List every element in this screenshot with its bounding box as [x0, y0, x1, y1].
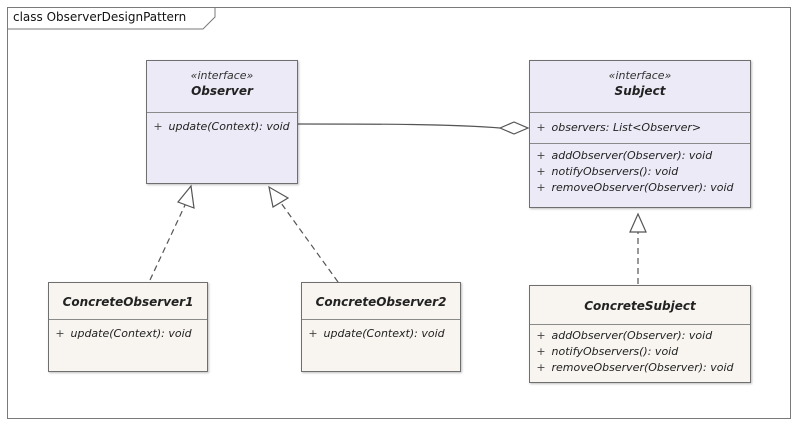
diagram-frame — [7, 7, 791, 419]
concrete-subject-class-name: ConcreteSubject — [584, 299, 696, 313]
operation-row: + update(Context): void — [53, 326, 203, 342]
concrete-observer2-class-name: ConcreteObserver2 — [315, 295, 447, 309]
operation-text: update(Context): void — [323, 327, 445, 340]
concrete-subject-box[interactable]: ConcreteSubject + addObserver(Observer):… — [529, 285, 751, 383]
operation-text: notifyObservers(): void — [551, 165, 679, 178]
attribute-text: observers: List<Observer> — [551, 121, 702, 134]
operation-row: + addObserver(Observer): void — [534, 328, 746, 344]
operation-text: removeObserver(Observer): void — [551, 181, 734, 194]
realization-edge-subject — [629, 212, 647, 284]
visibility-marker: + — [536, 345, 546, 358]
aggregation-diamond — [498, 121, 530, 135]
concrete-observer2-box[interactable]: ConcreteObserver2 + update(Context): voi… — [301, 282, 461, 372]
realization-arrowhead — [177, 184, 195, 209]
realization-arrowhead — [268, 185, 290, 208]
concrete-observer1-box[interactable]: ConcreteObserver1 + update(Context): voi… — [48, 282, 208, 372]
operation-row: + addObserver(Observer): void — [534, 148, 746, 164]
attribute-row: + observers: List<Observer> — [534, 120, 746, 136]
concrete-observer1-operations: + update(Context): void — [49, 319, 207, 346]
visibility-marker: + — [536, 165, 546, 178]
visibility-marker: + — [153, 120, 163, 133]
subject-stereotype: «interface» — [608, 69, 672, 82]
operation-row: + removeObserver(Observer): void — [534, 360, 746, 376]
visibility-marker: + — [536, 329, 546, 342]
frame-title: class ObserverDesignPattern — [13, 10, 187, 24]
concrete-observer1-class-name: ConcreteObserver1 — [62, 295, 194, 309]
realization-edge-observer2 — [268, 185, 339, 283]
operation-text: addObserver(Observer): void — [551, 329, 713, 342]
observer-interface-box[interactable]: «interface» Observer + update(Context): … — [146, 60, 298, 184]
operation-row: + notifyObservers(): void — [534, 164, 746, 180]
frame-tab-outline — [7, 7, 216, 30]
operation-row: + notifyObservers(): void — [534, 344, 746, 360]
visibility-marker: + — [55, 327, 65, 340]
concrete-observer2-operations: + update(Context): void — [302, 319, 460, 346]
observer-stereotype: «interface» — [190, 69, 254, 82]
visibility-marker: + — [536, 361, 546, 374]
operation-text: update(Context): void — [70, 327, 192, 340]
realization-edge-observer1 — [149, 184, 195, 281]
subject-operations: + addObserver(Observer): void + notifyOb… — [530, 143, 750, 200]
visibility-marker: + — [536, 149, 546, 162]
subject-class-name: Subject — [614, 84, 666, 98]
realization-arrowhead — [629, 212, 647, 233]
subject-attributes: + observers: List<Observer> — [530, 112, 750, 143]
subject-interface-box[interactable]: «interface» Subject + observers: List<Ob… — [529, 60, 751, 208]
operation-text: addObserver(Observer): void — [551, 149, 713, 162]
operation-text: update(Context): void — [168, 120, 290, 133]
operation-text: removeObserver(Observer): void — [551, 361, 734, 374]
operation-row: + update(Context): void — [306, 326, 456, 342]
aggregation-edge — [297, 121, 530, 135]
operation-row: + update(Context): void — [151, 119, 293, 135]
visibility-marker: + — [536, 181, 546, 194]
concrete-subject-operations: + addObserver(Observer): void + notifyOb… — [530, 324, 750, 380]
operation-row: + removeObserver(Observer): void — [534, 180, 746, 196]
observer-operations: + update(Context): void — [147, 112, 297, 139]
visibility-marker: + — [308, 327, 318, 340]
operation-text: notifyObservers(): void — [551, 345, 679, 358]
visibility-marker: + — [536, 121, 546, 134]
observer-class-name: Observer — [191, 84, 253, 98]
